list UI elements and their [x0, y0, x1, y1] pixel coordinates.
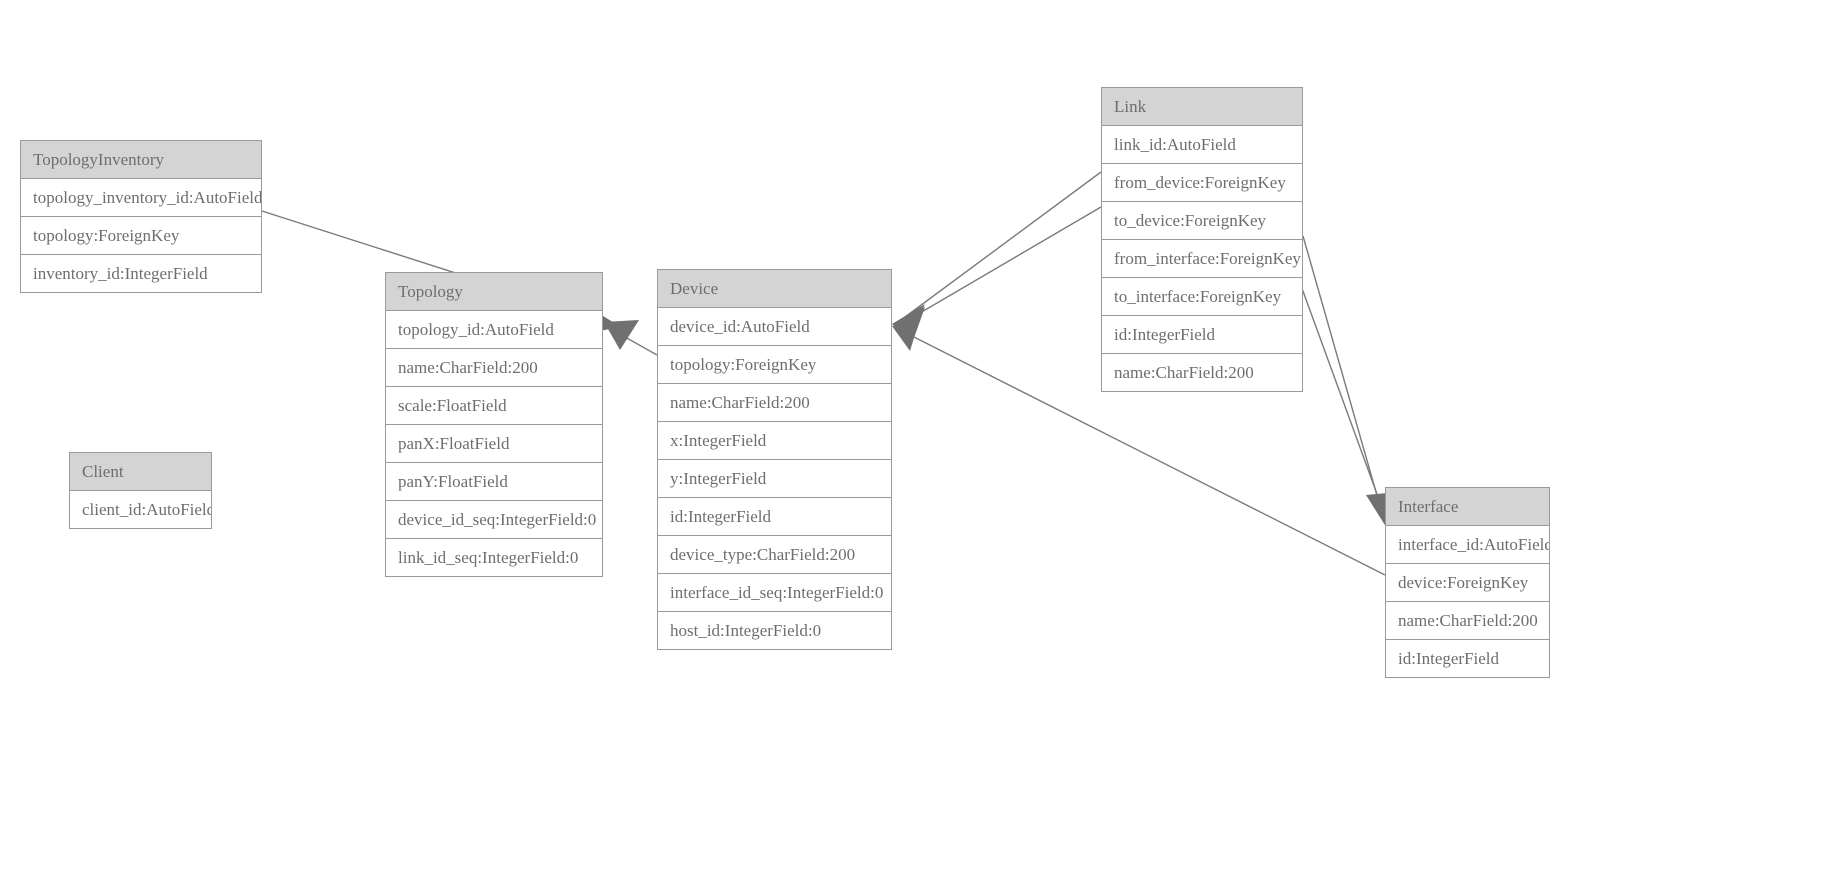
entity-field-row: from_device:ForeignKey — [1102, 164, 1302, 202]
entity-field-row: topology_id:AutoField — [386, 311, 602, 349]
entity-field-row: id:IntegerField — [1386, 640, 1549, 677]
edge-link-from-interface — [1302, 235, 1398, 530]
entity-topologyinventory[interactable]: TopologyInventory topology_inventory_id:… — [20, 140, 262, 293]
entity-field-row: link_id:AutoField — [1102, 126, 1302, 164]
entity-field-row: name:CharField:200 — [1386, 602, 1549, 640]
entity-interface[interactable]: Interface interface_id:AutoField device:… — [1385, 487, 1550, 678]
edge-link-to-device — [892, 206, 1102, 338]
entity-field-row: scale:FloatField — [386, 387, 602, 425]
entity-header-topology: Topology — [386, 273, 602, 311]
entity-field-row: device_id_seq:IntegerField:0 — [386, 501, 602, 539]
entity-header-client: Client — [70, 453, 211, 491]
entity-field-row: device:ForeignKey — [1386, 564, 1549, 602]
entity-field-row: host_id:IntegerField:0 — [658, 612, 891, 649]
entity-header-link: Link — [1102, 88, 1302, 126]
entity-field-row: from_interface:ForeignKey — [1102, 240, 1302, 278]
entity-field-row: name:CharField:200 — [658, 384, 891, 422]
entity-header-interface: Interface — [1386, 488, 1549, 526]
entity-field-row: device_id:AutoField — [658, 308, 891, 346]
entity-field-row: interface_id:AutoField — [1386, 526, 1549, 564]
entity-field-row: name:CharField:200 — [386, 349, 602, 387]
entity-field-row: device_type:CharField:200 — [658, 536, 891, 574]
entity-field-row: link_id_seq:IntegerField:0 — [386, 539, 602, 576]
entity-field-row: x:IntegerField — [658, 422, 891, 460]
entity-field-row: to_device:ForeignKey — [1102, 202, 1302, 240]
entity-header-topologyinventory: TopologyInventory — [21, 141, 261, 179]
entity-field-row: topology:ForeignKey — [21, 217, 261, 255]
entity-link[interactable]: Link link_id:AutoField from_device:Forei… — [1101, 87, 1303, 392]
entity-field-row: topology_inventory_id:AutoField — [21, 179, 261, 217]
entity-field-row: topology:ForeignKey — [658, 346, 891, 384]
edge-device-topology — [604, 320, 658, 356]
entity-field-row: panX:FloatField — [386, 425, 602, 463]
entity-field-row: name:CharField:200 — [1102, 354, 1302, 391]
entity-device[interactable]: Device device_id:AutoField topology:Fore… — [657, 269, 892, 650]
entity-topology[interactable]: Topology topology_id:AutoField name:Char… — [385, 272, 603, 577]
entity-field-row: interface_id_seq:IntegerField:0 — [658, 574, 891, 612]
entity-field-row: to_interface:ForeignKey — [1102, 278, 1302, 316]
edge-link-from-device — [892, 171, 1102, 335]
entity-client[interactable]: Client client_id:AutoField — [69, 452, 212, 529]
entity-field-row: panY:FloatField — [386, 463, 602, 501]
entity-field-row: y:IntegerField — [658, 460, 891, 498]
entity-field-row: inventory_id:IntegerField — [21, 255, 261, 292]
entity-header-device: Device — [658, 270, 891, 308]
entity-field-row: id:IntegerField — [1102, 316, 1302, 354]
entity-field-row: id:IntegerField — [658, 498, 891, 536]
entity-field-row: client_id:AutoField — [70, 491, 211, 528]
